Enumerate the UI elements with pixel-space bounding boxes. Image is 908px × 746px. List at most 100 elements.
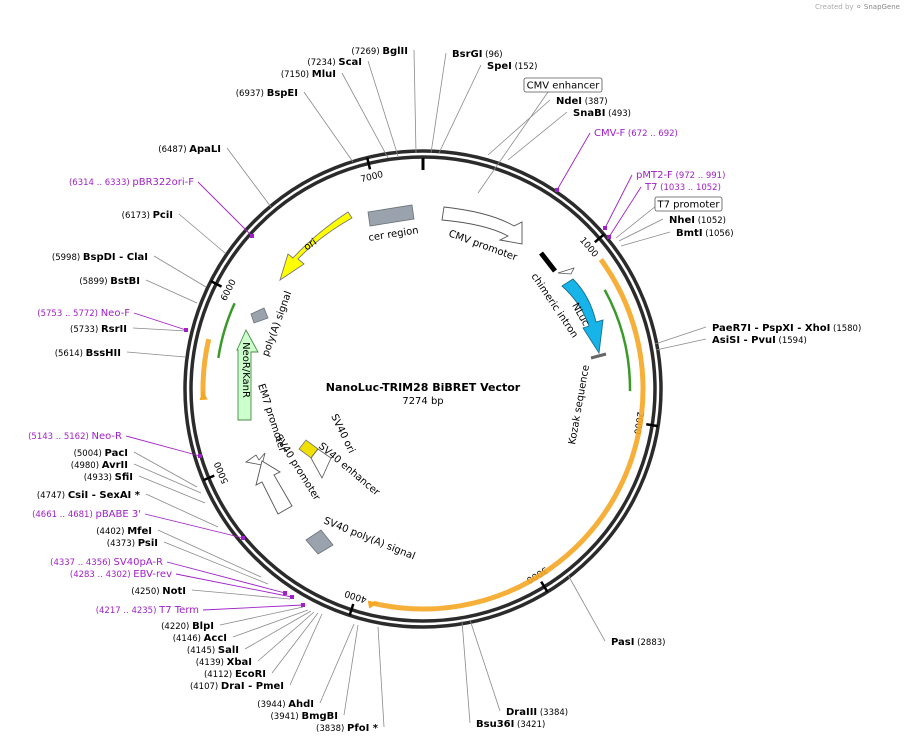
cmv-promoter-arrow <box>441 206 523 245</box>
leader-ahdI <box>319 623 355 704</box>
tick-2000 <box>646 423 659 428</box>
primer-mark-cmvF <box>555 188 559 192</box>
primer-neoF: (5753 .. 5772) Neo-F <box>37 308 130 319</box>
primer-neoR: (5143 .. 5162) Neo-R <box>28 431 122 442</box>
site-bmtI: BmtI (1056) <box>676 228 734 239</box>
leader-scaI <box>367 60 399 157</box>
site-notI: (4250) NotI <box>131 586 186 597</box>
orf-arrow-3 <box>199 389 208 401</box>
site-draIII: DraIII (3384) <box>506 707 568 718</box>
site-avrII: (4980) AvrII <box>71 460 128 471</box>
site-bmgBI: (3941) BmgBI <box>270 711 338 722</box>
primer-mark-t7 <box>607 235 611 239</box>
feature-sv40polyA: SV40 poly(A) signal <box>322 516 417 563</box>
site-snaBI: SnaBI (493) <box>573 108 631 119</box>
box-t7prom <box>654 196 723 212</box>
primer-leader-neoF <box>133 312 187 331</box>
credit-prefix: Created by <box>815 3 854 11</box>
leader-pasI <box>567 574 606 642</box>
leader-speI <box>438 64 482 154</box>
site-csiI: (4747) CsiI - SexAI * <box>37 490 141 501</box>
site-ahdI: (3944) AhdI <box>257 699 314 710</box>
primer-mark-pmt2F <box>603 226 607 230</box>
primer-leader-ebvRev <box>175 573 293 598</box>
site-asiSI: AsiSI - PvuI (1594) <box>712 335 807 346</box>
leader-mluI <box>341 72 389 159</box>
tick-label-6000: 6000 <box>219 278 238 303</box>
primer-pbr322: (6314 .. 6333) pBR322ori-F <box>69 177 194 188</box>
site-blpI: (4220) BlpI <box>161 621 214 632</box>
sv40-promoter-arrow <box>255 460 293 515</box>
leader-csiI <box>145 493 219 528</box>
tick-3000 <box>540 580 549 593</box>
primer-mark-pbr322 <box>250 234 254 238</box>
tick-7000 <box>365 157 372 170</box>
primer-cmvF: CMV-F (672 .. 692) <box>594 128 678 139</box>
tick-1000 <box>594 233 605 244</box>
orf-arrow-2 <box>367 600 379 609</box>
site-bsrGI: BsrGI (96) <box>452 49 503 60</box>
orf-arc-1 <box>598 258 646 415</box>
primer-leader-sv40paR <box>166 561 286 594</box>
em7-arrow <box>244 452 266 466</box>
site-pasI: PasI (2883) <box>611 637 665 648</box>
map-size: 7274 bp <box>402 396 443 407</box>
feature-cerRegion: cer region <box>368 225 420 244</box>
site-paeR7I: PaeR7I - PspXI - XhoI (1580) <box>712 323 861 334</box>
tick-label-7000: 7000 <box>360 170 385 185</box>
primer-leader-pbabe <box>144 513 244 539</box>
site-bstBI: (5899) BstBI <box>79 276 140 287</box>
primer-mark-sv40paR <box>283 591 287 595</box>
leader-rsrII <box>132 327 188 332</box>
box-cmvEnh <box>523 77 603 93</box>
leader-asiSI <box>655 338 707 351</box>
backbone-inner <box>189 155 657 623</box>
orf-arc-2 <box>372 413 645 612</box>
boxed-label-cmvEnh: CMV enhancer <box>527 81 601 92</box>
leader-notI <box>191 589 291 600</box>
primer-leader-cmvF <box>556 132 591 191</box>
orf-arc-3 <box>200 338 212 396</box>
leader-bsrGI <box>430 52 447 154</box>
site-psiI: (4373) PsiI <box>107 538 158 549</box>
leader-bmtI <box>620 231 671 247</box>
primer-leader-pmt2F <box>604 174 633 229</box>
site-draI: (4107) DraI - PmeI <box>190 681 284 692</box>
leader-lines <box>125 49 707 728</box>
site-scaI: (7234) ScaI <box>307 57 362 68</box>
primer-mark-ebvRev <box>290 595 294 599</box>
primer-sv40paR: (4337 .. 4356) SV40pA-R <box>50 557 163 568</box>
leader-snaBI <box>507 111 568 161</box>
primer-mark-t7term <box>301 603 305 607</box>
leader-mfeI <box>157 529 262 578</box>
site-pciI: (6173) PciI <box>122 210 173 221</box>
leader-bstBI <box>145 279 198 304</box>
intron-arrow <box>557 267 575 275</box>
polyA-block <box>250 307 269 324</box>
primer-mark-pbabe <box>241 536 245 540</box>
sv40-enhancer-block <box>310 448 332 479</box>
site-apaLI: (6487) ApaLI <box>158 144 221 155</box>
site-mfeI: (4402) MfeI <box>96 526 152 537</box>
primer-mark-neoR <box>198 454 202 458</box>
site-bspDI: (5998) BspDI - ClaI <box>52 252 148 263</box>
tick-label-5000: 5000 <box>213 460 231 485</box>
leader-sfiI <box>138 475 206 504</box>
site-bssHII: (5614) BssHII <box>55 348 121 359</box>
site-bspEI: (6937) BspEI <box>236 88 298 99</box>
leader-nheI <box>618 218 664 242</box>
leader-salI <box>244 610 312 650</box>
site-rsrII: (5733) RsrII <box>70 324 127 335</box>
features <box>184 188 646 612</box>
leader-accI <box>232 609 309 638</box>
primer-leader-t7 <box>608 186 642 238</box>
leader-psiI <box>163 541 269 585</box>
boxed-label-t7prom: T7 promoter <box>656 200 720 211</box>
site-mluI: (7150) MluI <box>281 69 336 80</box>
tick-label-4000: 4000 <box>343 588 368 605</box>
leader-bsu36I <box>461 620 471 724</box>
sv40-polyA-block <box>305 529 334 555</box>
primer-pbabe: (4661 .. 4681) pBABE 3' <box>32 509 141 520</box>
tick-5000 <box>202 474 215 482</box>
